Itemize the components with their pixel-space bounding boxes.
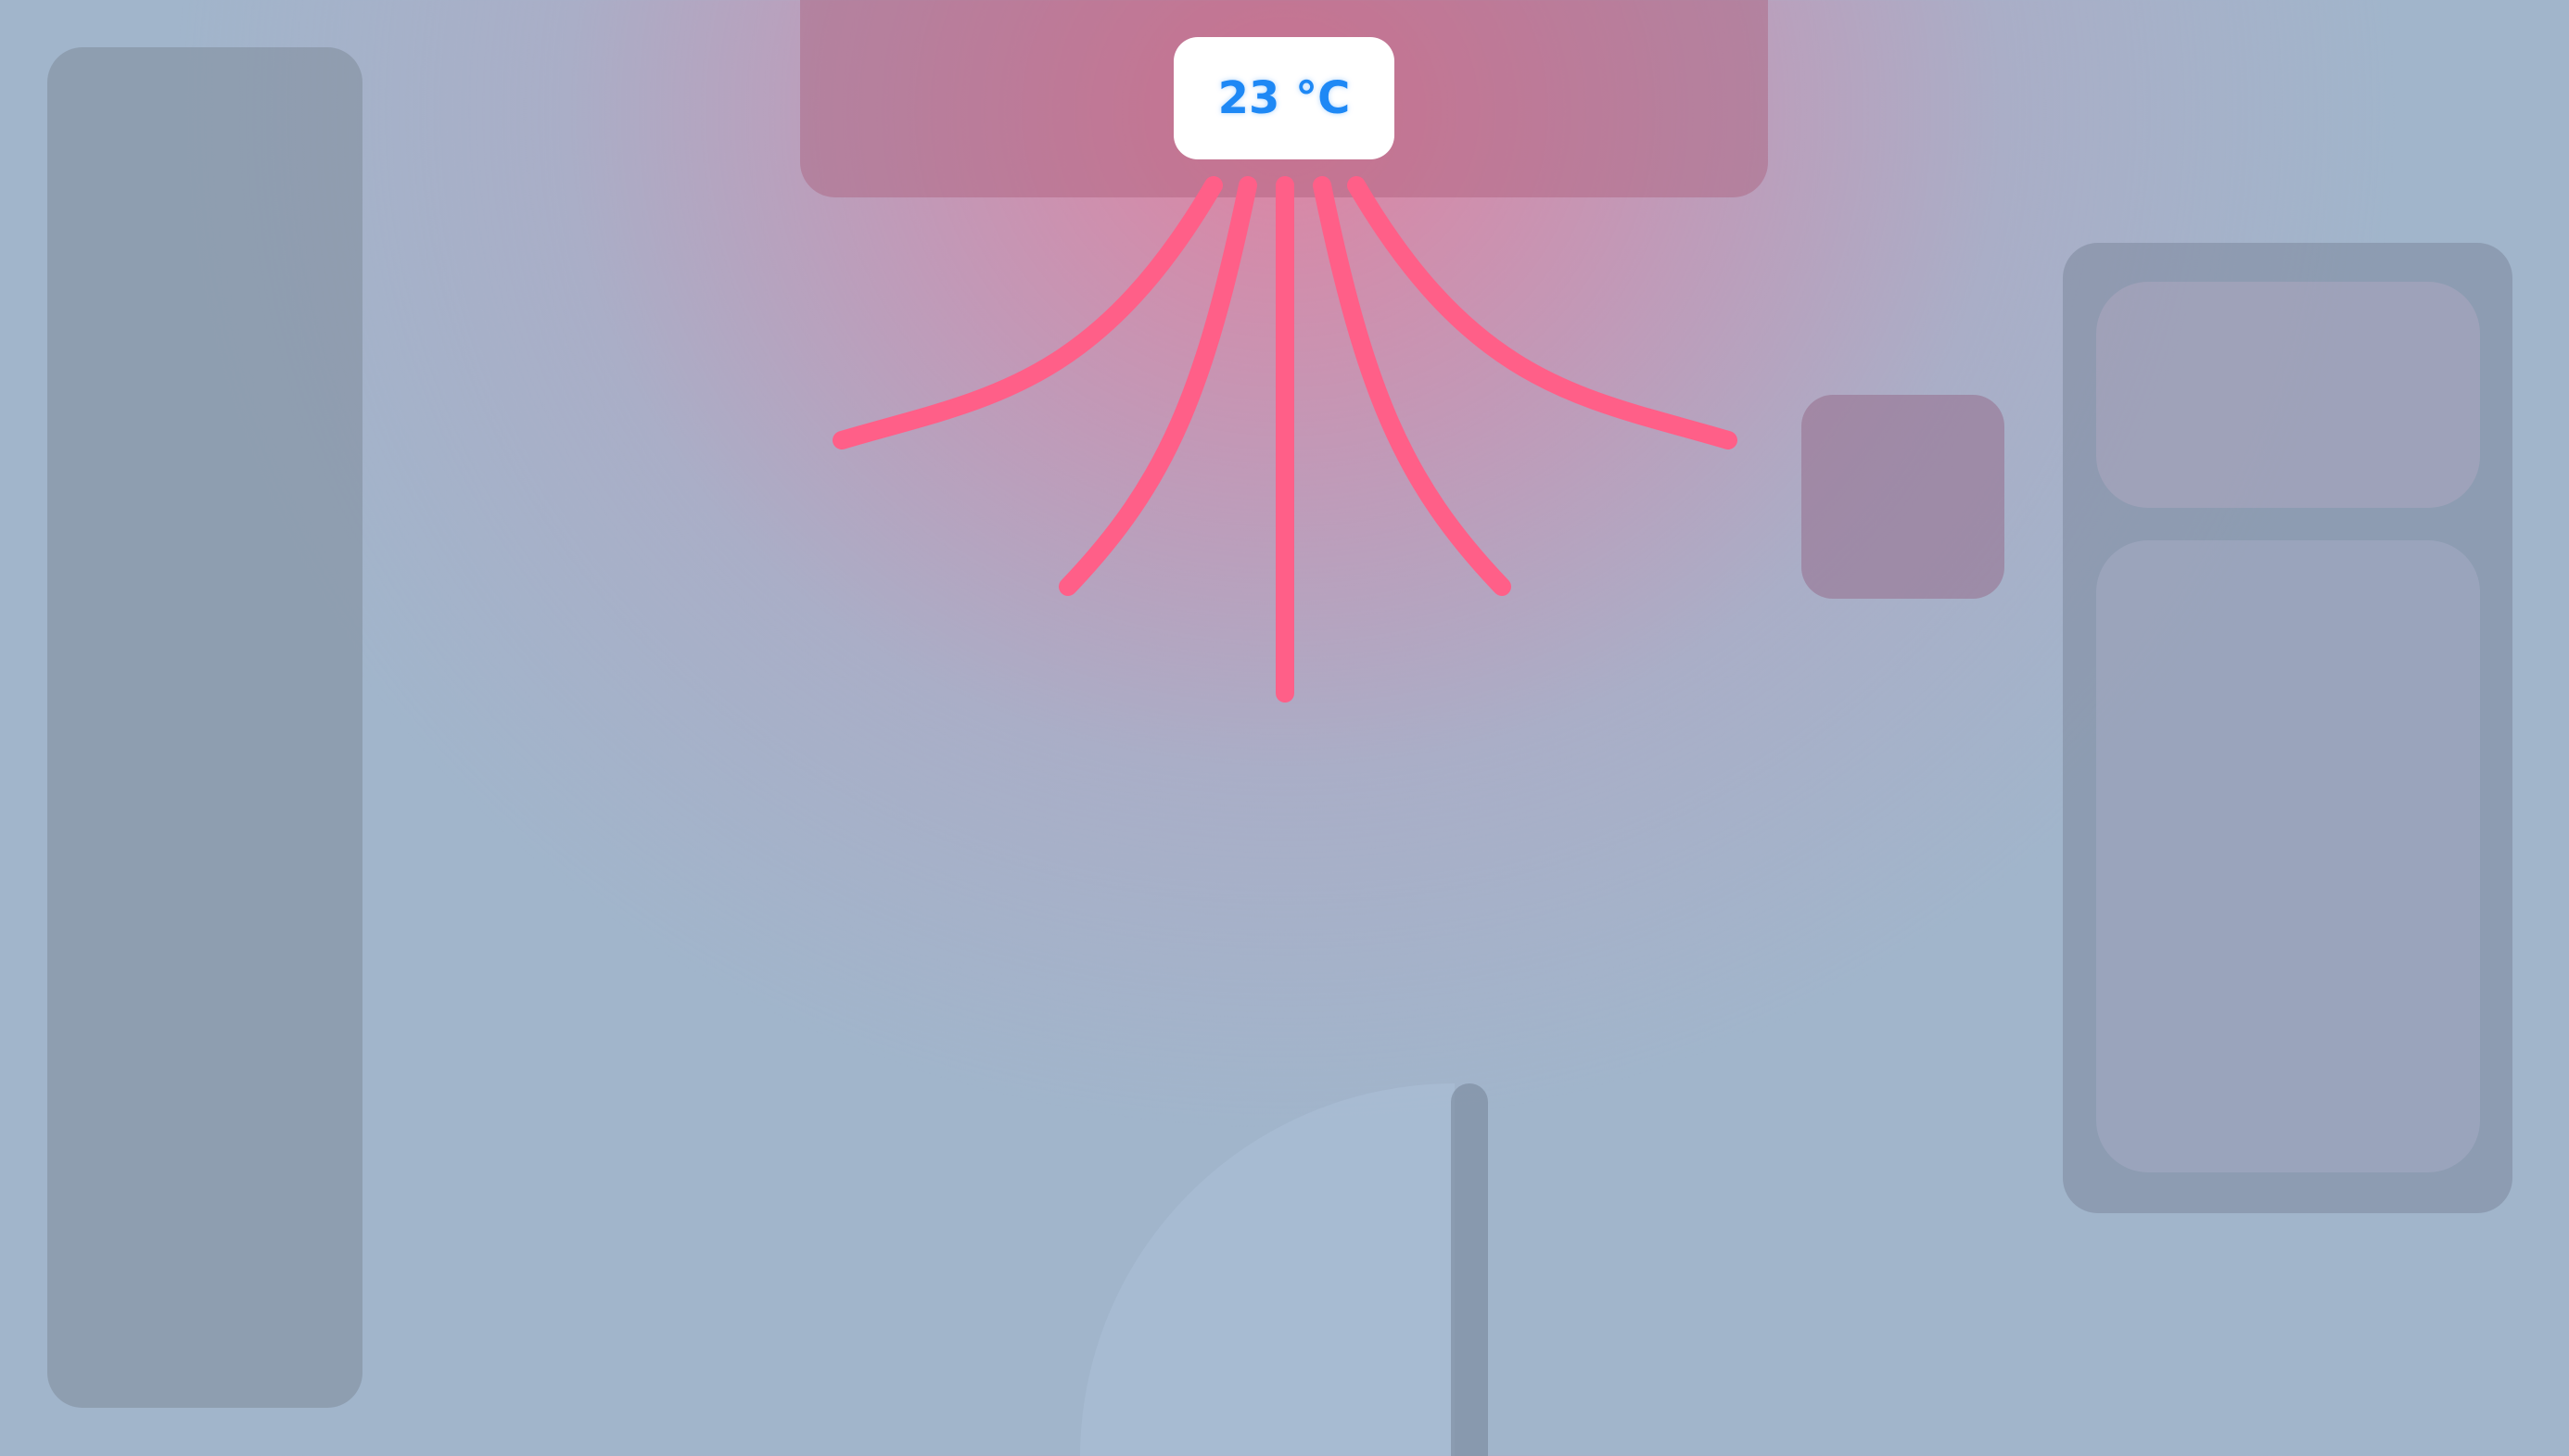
airflow-line-far-right [1347, 176, 1737, 449]
airflow-line-far-left [833, 176, 1223, 449]
temperature-readout: 23 °C [1217, 72, 1351, 124]
bed [2063, 243, 2512, 1213]
wardrobe [47, 47, 362, 1408]
door[interactable] [1451, 1083, 1488, 1456]
nightstand [1801, 395, 2004, 599]
bed-blanket [2096, 540, 2480, 1172]
airflow-line-left [1059, 176, 1257, 596]
airflow-line-right [1313, 176, 1511, 596]
door-swing-area [1080, 1083, 1455, 1456]
bed-pillow [2096, 282, 2480, 508]
temperature-display[interactable]: 23 °C [1174, 37, 1394, 159]
